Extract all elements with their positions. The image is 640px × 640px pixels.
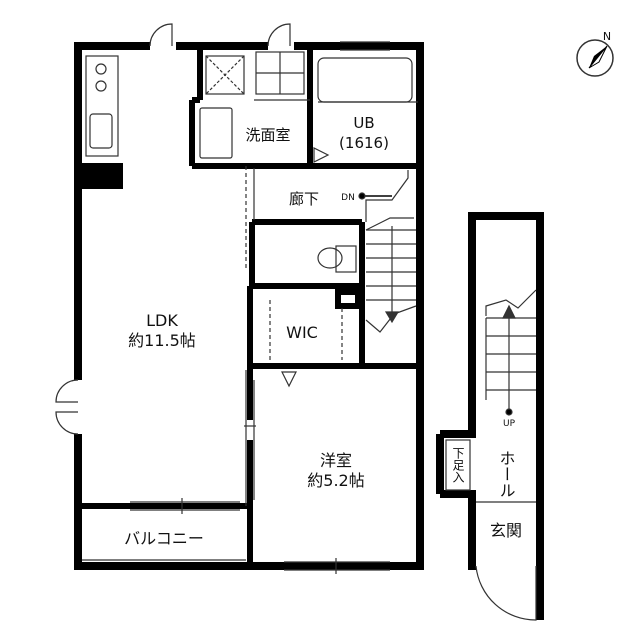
wic-label: WIC [286, 323, 318, 342]
entry-door-arc [267, 23, 291, 47]
entrance-walls [436, 212, 544, 620]
stairs-up-label: UP [503, 419, 516, 429]
entrance-details [445, 289, 537, 621]
balcony-label: バルコニー [124, 529, 204, 548]
shoe-box-label: 下足入 [451, 447, 465, 483]
toilet-icon [317, 245, 357, 273]
wash-basin-icon [199, 107, 233, 159]
hallway-label: 廊下 [289, 190, 319, 208]
interior-walls [77, 48, 420, 566]
hall-label: ホール [497, 450, 516, 498]
bath-name-label: UB [353, 114, 374, 132]
compass: N [576, 30, 614, 77]
kitchen-sink-icon [89, 113, 113, 149]
washroom-label: 洗面室 [245, 126, 290, 144]
stairs-down-label: DN [341, 193, 355, 203]
bath-size-label: (1616) [339, 134, 389, 152]
entrance-label: 玄関 [490, 521, 522, 540]
doors [55, 23, 291, 435]
entry-door-arc [149, 23, 173, 47]
window-door-arc [55, 379, 79, 403]
thin-details [82, 41, 418, 574]
window-door-arc [55, 411, 79, 435]
western-room-name-label: 洋室 [320, 451, 352, 470]
bathtub-icon [317, 57, 413, 103]
ldk-size-label: 約11.5帖 [128, 331, 196, 350]
stove-burner-icon [95, 63, 107, 75]
western-room-size-label: 約5.2帖 [307, 471, 364, 490]
entrance-door-arc [475, 565, 537, 621]
down-staircase [358, 170, 417, 333]
ldk-name-label: LDK [146, 311, 178, 330]
stove-burner-icon [95, 80, 107, 92]
compass-north-label: N [603, 30, 611, 43]
